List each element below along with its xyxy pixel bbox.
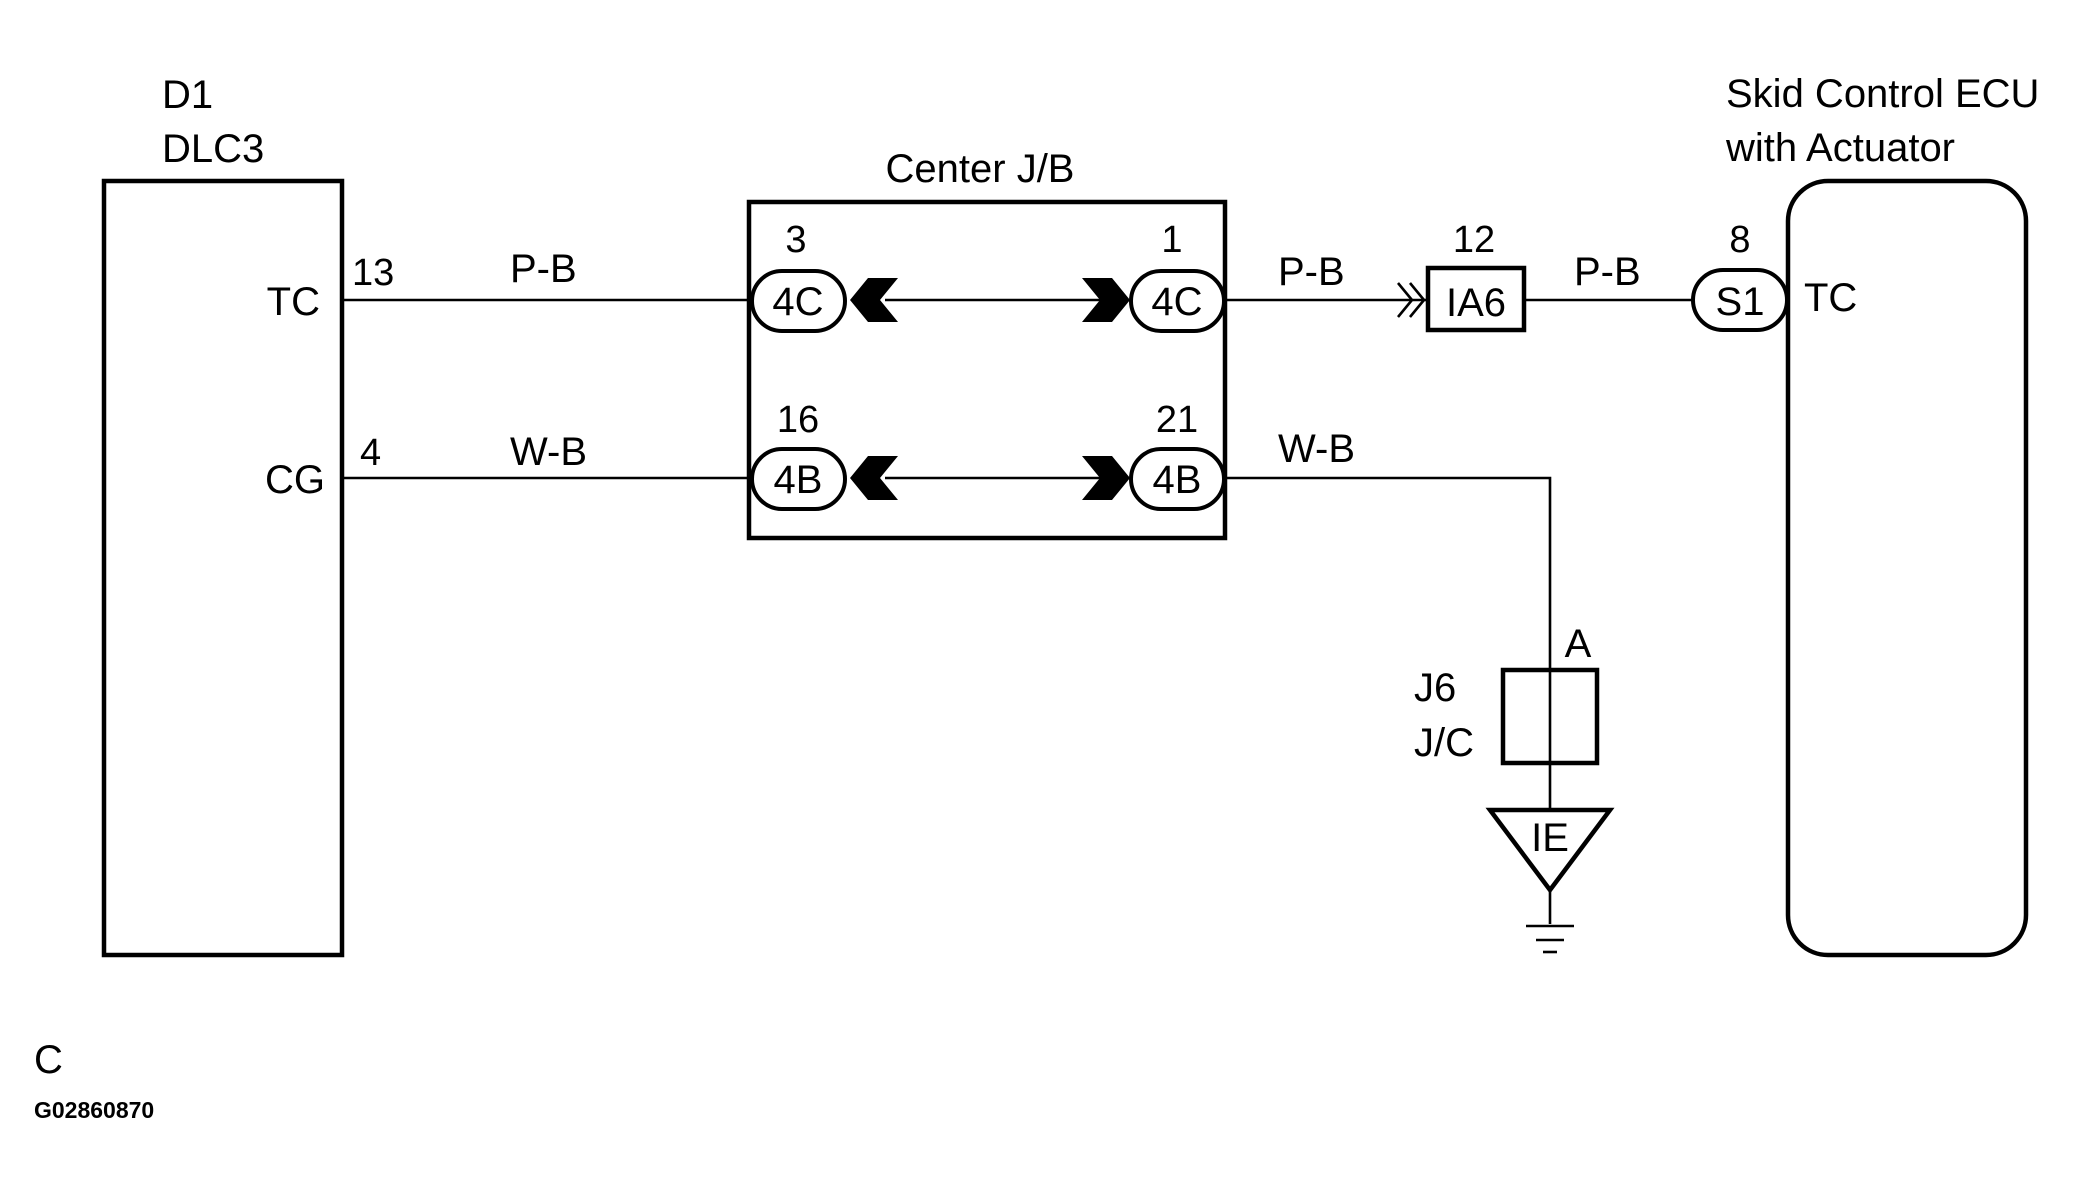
jb-cg-right-terminal-icon [1082,456,1130,500]
wire-tc-right-color: P-B [1278,250,1345,294]
wire-cg-right-color: W-B [1278,427,1355,471]
ecu-box [1785,178,2029,958]
ground-ie: IE [1485,807,1615,954]
jb-cg-in-connector [750,447,847,511]
j6-pin: A [1565,622,1592,666]
jb-cg-left-terminal-icon [850,456,898,500]
inline-connector-ia6: IA6 12 [1425,219,1527,333]
wire-cg-left-color: W-B [510,430,587,474]
jb-cg-out-pin: 21 [1156,399,1198,441]
jb-tc-in-connector [750,269,847,333]
dlc3-component: D1 DLC3 TC CG 13 4 [101,73,394,958]
dlc3-pin-tc-label: TC [267,280,320,324]
footer-note: C [34,1038,63,1082]
jb-cg-out-connector-label: 4B [1153,458,1202,502]
dlc3-code: D1 [162,73,213,117]
ecu-pin-label: TC [1804,276,1857,320]
j6-box [1500,667,1600,766]
ecu-title-line1: Skid Control ECU [1726,72,2039,116]
jb-cg-in-pin: 16 [777,399,819,441]
j6-name: J/C [1414,721,1474,765]
center-jb-title: Center J/B [886,147,1075,191]
center-jb-box [746,199,1228,541]
ecu-title-line2: with Actuator [1725,126,1955,170]
jb-cg-in-connector-label: 4B [774,458,823,502]
dlc3-pin-cg-label: CG [265,458,325,502]
ecu-pin-number: 8 [1729,219,1750,261]
dlc3-name: DLC3 [162,127,264,171]
junction-j6: A J6 J/C [1414,622,1600,766]
ia6-chevron-inner-icon [1408,282,1426,318]
ia6-name: IA6 [1446,281,1506,325]
ground-name: IE [1531,816,1569,860]
wire-tc-left-color: P-B [510,247,577,291]
jb-tc-right-terminal-icon [1082,278,1130,322]
dlc3-box [101,178,345,958]
jb-tc-left-terminal-icon [850,278,898,322]
jb-tc-in-pin: 3 [785,219,806,261]
ia6-chevron-outer-icon [1396,282,1414,318]
jb-tc-in-connector-label: 4C [772,280,823,324]
wire-tc-ecu-color: P-B [1574,250,1641,294]
ecu-connector-label: S1 [1716,280,1765,324]
figure-code: G02860870 [34,1097,154,1123]
ground-triangle-icon [1485,807,1615,894]
wire-cg-right [1224,476,1552,924]
dlc3-pin-cg-number: 4 [360,432,381,474]
ecu-connector-s1 [1691,268,1789,332]
dlc3-pin-tc-number: 13 [352,252,394,294]
center-jb-component: Center J/B 4C 4C 4B 4B 3 1 16 21 [746,147,1228,541]
ia6-pin: 12 [1453,219,1495,261]
jb-tc-out-connector-label: 4C [1151,280,1202,324]
j6-code: J6 [1414,666,1456,710]
ia6-box [1425,265,1527,333]
jb-tc-out-pin: 1 [1161,219,1182,261]
skid-control-ecu: Skid Control ECU with Actuator S1 8 TC [1691,72,2039,958]
